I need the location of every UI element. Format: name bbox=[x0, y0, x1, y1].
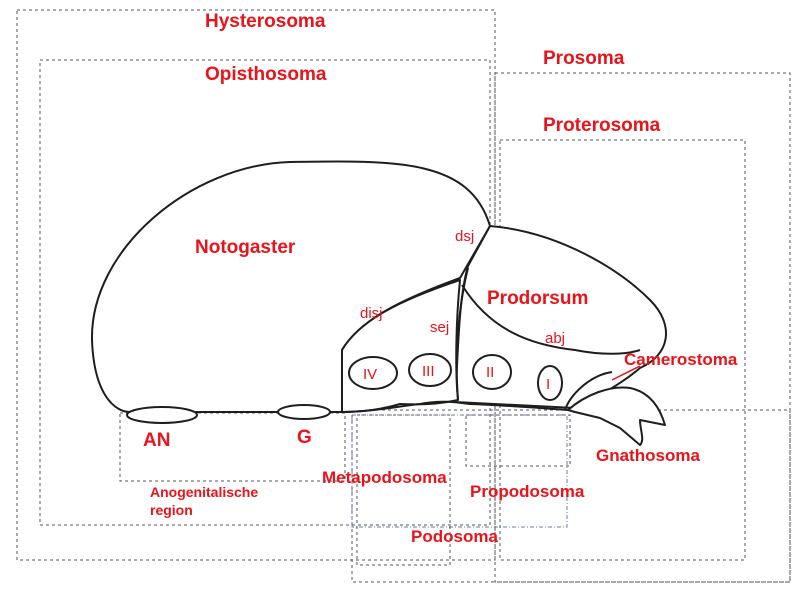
leg-ii-oval bbox=[472, 354, 512, 390]
prosoma-label: Prosoma bbox=[543, 48, 625, 69]
podosoma-box bbox=[351, 414, 568, 528]
sejugal-suture bbox=[455, 267, 469, 401]
hysterosoma-label: Hysterosoma bbox=[205, 11, 326, 32]
podosoma-ventral bbox=[341, 400, 569, 413]
g-label: G bbox=[297, 427, 312, 448]
leg-iv-label: IV bbox=[363, 366, 377, 383]
metapodosoma-label: Metapodosoma bbox=[322, 468, 447, 487]
notogaster-label: Notogaster bbox=[195, 237, 296, 258]
leg-iv-oval bbox=[348, 356, 398, 390]
leg-iii-oval bbox=[408, 353, 452, 387]
gnathosoma-label: Gnathosoma bbox=[596, 446, 700, 465]
anogenital-label-line2: region bbox=[150, 502, 193, 518]
leg-i-label: I bbox=[546, 376, 550, 393]
prodorsum-label: Prodorsum bbox=[487, 288, 588, 309]
camerostoma-curve bbox=[564, 371, 613, 411]
an-label: AN bbox=[143, 430, 170, 451]
disj-label: disj bbox=[360, 305, 383, 322]
g-plate bbox=[277, 404, 331, 420]
propodosoma-box bbox=[465, 414, 571, 467]
propodosoma-label: Propodosoma bbox=[470, 482, 585, 501]
leg-i-oval bbox=[537, 365, 563, 401]
abj-label: abj bbox=[545, 330, 565, 347]
gnathosoma-body bbox=[567, 386, 666, 446]
leg-ii-label: II bbox=[486, 364, 494, 381]
camerostoma-label: Camerostoma bbox=[624, 350, 738, 369]
proterosoma-box bbox=[499, 139, 746, 561]
camerostoma-leader bbox=[611, 365, 641, 381]
podosoma-label: Podosoma bbox=[411, 527, 498, 546]
anogenital-label-line1: Anogenitalische bbox=[150, 484, 258, 500]
opisthosoma-box bbox=[39, 59, 491, 526]
leg-iii-label: III bbox=[422, 363, 435, 380]
opisthosoma-label: Opisthosoma bbox=[205, 64, 327, 85]
dsj-label: dsj bbox=[455, 228, 474, 245]
sej-label: sej bbox=[430, 319, 449, 336]
anogenital-box bbox=[119, 412, 346, 482]
proterosoma-label: Proterosoma bbox=[543, 115, 661, 136]
abjugal-suture bbox=[461, 284, 641, 355]
an-plate bbox=[126, 406, 198, 424]
metapodosoma-box bbox=[356, 414, 451, 566]
